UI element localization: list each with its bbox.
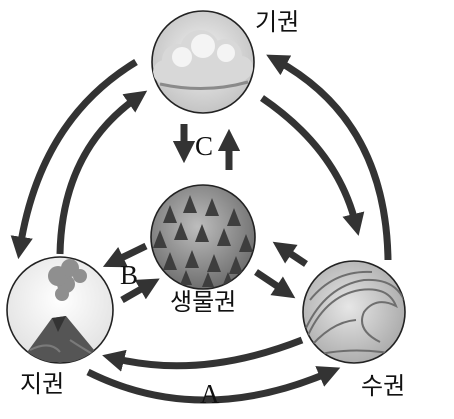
biosphere-label: 생물권 (170, 288, 237, 316)
arrow-biosphere-to-lithosphere (102, 242, 148, 268)
cloud-icon (151, 10, 255, 114)
arrow-atmosphere-to-lithosphere (10, 59, 138, 260)
forest-icon (150, 184, 256, 290)
arrow-hydrosphere-to-biosphere (272, 241, 308, 267)
interaction-label-a: A (200, 379, 220, 409)
interaction-label-c: C (195, 131, 214, 161)
arrow-lithosphere-to-biosphere (120, 278, 160, 304)
volcano-icon (6, 256, 114, 364)
atmosphere-label: 기권 (255, 8, 300, 36)
interaction-label-b: B (120, 260, 139, 290)
arrow-atmosphere-to-hydrosphere (260, 95, 365, 236)
hydrosphere-label: 수권 (361, 372, 406, 400)
arrow-biosphere-to-hydrosphere (254, 269, 296, 299)
wave-icon (302, 260, 406, 364)
arrow-hydrosphere-to-lithosphere (102, 336, 304, 372)
arrow-lithosphere-to-hydrosphere (86, 366, 341, 404)
lithosphere-label: 지권 (20, 370, 65, 398)
arrow-lithosphere-to-atmosphere (56, 90, 148, 255)
arrow-hydrosphere-to-atmosphere (266, 54, 392, 261)
